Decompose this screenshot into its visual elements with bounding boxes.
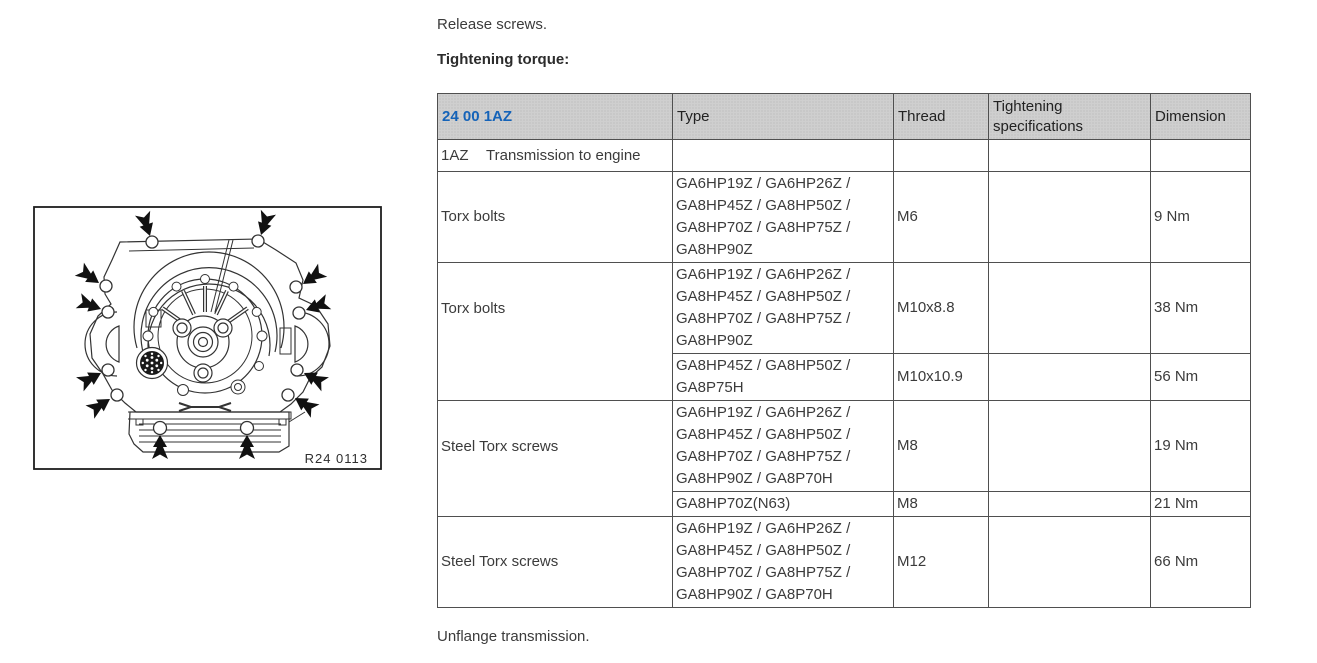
thread-cell: M10x10.9 [893,353,989,401]
figure-reference-label: R24 0113 [304,451,368,466]
section-code: 1AZ [441,146,469,164]
type-cell: GA8HP45Z / GA8HP50Z / GA8P75H [672,353,894,401]
thread-cell: M12 [893,516,989,608]
step-text-release-screws: Release screws. [437,16,548,33]
type-cell: GA8HP70Z(N63) [672,491,894,517]
tightening-spec-cell [988,516,1151,608]
dimension-cell: 19 Nm [1150,400,1251,492]
fastener-name-cell: Steel Torx screws [437,516,673,608]
tightening-spec-cell [988,353,1151,401]
step-text-unflange-transmission: Unflange transmission. [437,628,590,645]
dimension-cell: 21 Nm [1150,491,1251,517]
tightening-spec-cell [988,400,1151,492]
thread-cell: M6 [893,171,989,263]
empty-cell [1150,139,1251,172]
header-type: Type [672,93,894,140]
empty-cell [893,139,989,172]
torque-spec-table: 24 00 1AZ Type Thread Tightening specifi… [437,93,1251,608]
type-cell: GA6HP19Z / GA6HP26Z / GA8HP45Z / GA8HP50… [672,262,894,354]
tightening-spec-cell [988,262,1151,354]
thread-cell: M8 [893,400,989,492]
dimension-cell: 38 Nm [1150,262,1251,354]
type-cell: GA6HP19Z / GA6HP26Z / GA8HP45Z / GA8HP50… [672,516,894,608]
transmission-figure: R24 0113 [33,206,382,470]
transmission-diagram-icon [33,206,382,470]
tightening-spec-cell [988,171,1151,263]
section-label: Transmission to engine [486,146,641,164]
empty-cell [988,139,1151,172]
table-row: GA8HP70Z(N63)M8 21 Nm [438,491,1251,517]
header-thread: Thread [893,93,989,140]
torque-code-link[interactable]: 24 00 1AZ [442,107,513,125]
header-code-cell: 24 00 1AZ [437,93,673,140]
fastener-name-cell: Torx bolts [437,262,673,401]
type-cell: GA6HP19Z / GA6HP26Z / GA8HP45Z / GA8HP50… [672,171,894,263]
fastener-name-cell: Steel Torx screws [437,400,673,517]
header-tightening-specifications: Tightening specifications [988,93,1151,140]
tightening-spec-cell [988,491,1151,517]
section-row: 1AZ Transmission to engine [437,139,1251,172]
fastener-name-cell: Torx bolts [437,171,673,263]
tightening-torque-heading: Tightening torque: [437,51,570,68]
table-header-row: 24 00 1AZ Type Thread Tightening specifi… [437,93,1251,140]
bolt-holes [99,234,306,436]
type-cell: GA6HP19Z / GA6HP26Z / GA8HP45Z / GA8HP50… [672,400,894,492]
dimension-cell: 9 Nm [1150,171,1251,263]
dimension-cell: 66 Nm [1150,516,1251,608]
empty-cell [672,139,894,172]
header-dimension: Dimension [1150,93,1251,140]
section-title-cell: 1AZ Transmission to engine [437,139,673,172]
instruction-content: Release screws. Tightening torque: 24 00… [437,0,1253,645]
thread-cell: M8 [893,491,989,517]
dimension-cell: 56 Nm [1150,353,1251,401]
thread-cell: M10x8.8 [893,262,989,354]
